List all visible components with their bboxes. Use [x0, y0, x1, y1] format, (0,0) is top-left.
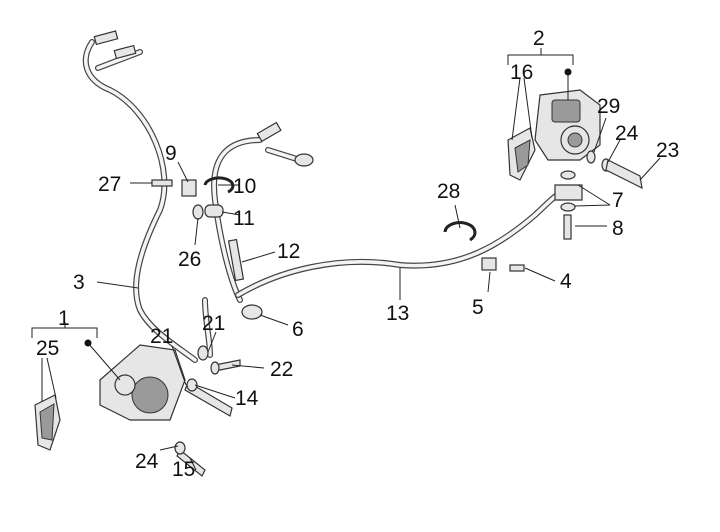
callout-27: 27 — [98, 173, 121, 196]
screw-4 — [509, 264, 525, 272]
callout-7: 7 — [612, 189, 624, 212]
screw-27 — [151, 179, 173, 187]
callout-3: 3 — [73, 271, 85, 294]
leader-lines — [31, 48, 661, 471]
caliper-bolts — [174, 345, 241, 477]
brake-pads-25 — [34, 394, 61, 451]
callout-5: 5 — [472, 296, 484, 319]
callout-25: 25 — [36, 337, 59, 360]
callout-21-left: 21 — [150, 325, 173, 348]
callout-10: 10 — [233, 175, 256, 198]
callout-9: 9 — [165, 142, 177, 165]
callout-2: 2 — [533, 27, 545, 50]
callout-21-right: 21 — [202, 312, 225, 335]
callout-4: 4 — [560, 270, 572, 293]
callout-29: 29 — [597, 95, 620, 118]
callout-8: 8 — [612, 217, 624, 240]
clamp-11 — [204, 204, 224, 218]
callout-12: 12 — [277, 240, 300, 263]
callout-1: 1 — [58, 307, 70, 330]
callout-26: 26 — [178, 248, 201, 271]
clip-28 — [443, 221, 477, 242]
hose-guide-5 — [481, 257, 497, 271]
callout-14: 14 — [235, 387, 259, 410]
callout-16: 16 — [510, 61, 533, 84]
callout-23: 23 — [656, 139, 679, 162]
washer-26 — [192, 204, 204, 220]
brake-hose-rear-13 — [211, 137, 568, 303]
brake-pads-16 — [507, 127, 536, 181]
callout-28: 28 — [437, 180, 460, 203]
callout-24-upper: 24 — [615, 122, 639, 145]
banjo-bolts-top — [93, 30, 314, 167]
callout-22: 22 — [270, 358, 293, 381]
callout-11: 11 — [233, 207, 255, 230]
brake-master-cylinder — [534, 89, 601, 161]
clip-10 — [203, 176, 235, 194]
callout-6: 6 — [292, 318, 304, 341]
callout-24-lower: 24 — [135, 450, 159, 473]
callout-13: 13 — [386, 302, 409, 325]
clamp-6 — [241, 304, 263, 320]
bracket-9 — [181, 179, 197, 197]
sleeve-12 — [227, 238, 245, 282]
brake-hose-front-3 — [82, 39, 198, 363]
callout-15: 15 — [172, 458, 195, 481]
brake-caliper — [99, 344, 186, 421]
